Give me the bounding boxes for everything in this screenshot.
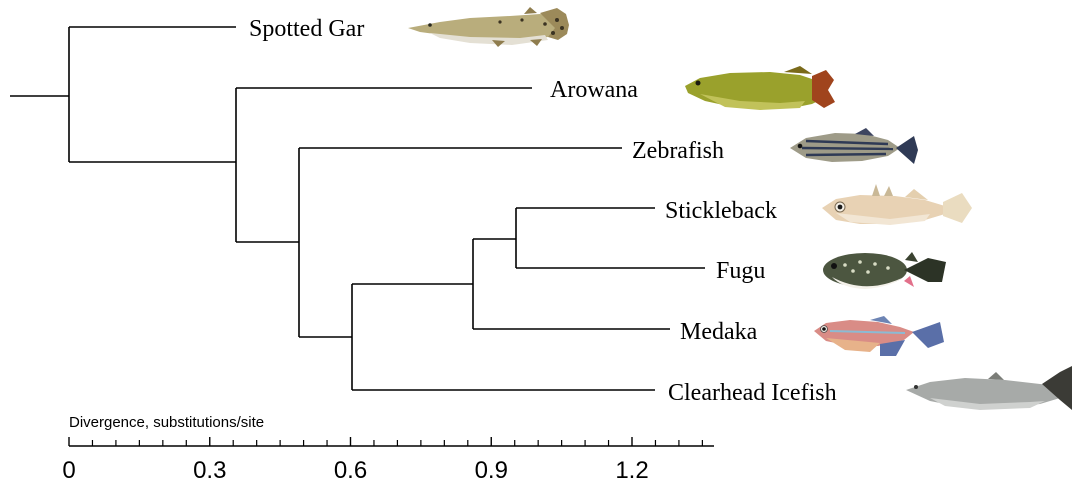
taxon-label-clearhead-icefish: Clearhead Icefish (668, 380, 837, 406)
medaka-icon (814, 316, 944, 356)
divergence-axis: Divergence, substitutions/site 0 0.3 0.6 0.… (62, 414, 714, 484)
stickleback-icon (822, 184, 972, 225)
taxon-label-zebrafish: Zebrafish (632, 138, 724, 164)
taxon-label-medaka: Medaka (680, 319, 758, 345)
axis-tick-labels: 0 0.3 0.6 0.9 1.2 (62, 457, 648, 484)
axis-title: Divergence, substitutions/site (69, 414, 264, 431)
axis-ticks (69, 437, 702, 446)
icefish-icon (906, 366, 1072, 410)
axis-tick-label: 0 (62, 457, 75, 484)
taxon-label-spotted-gar: Spotted Gar (249, 16, 364, 42)
axis-tick-label: 1.2 (615, 457, 648, 484)
zebrafish-icon (790, 128, 918, 164)
taxon-label-arowana: Arowana (550, 77, 638, 103)
spotted-gar-icon (408, 7, 569, 47)
taxon-label-stickleback: Stickleback (665, 198, 777, 224)
axis-tick-label: 0.3 (193, 457, 226, 484)
arowana-icon (685, 66, 835, 110)
axis-tick-label: 0.6 (334, 457, 367, 484)
fugu-icon (823, 252, 946, 289)
axis-tick-label: 0.9 (475, 457, 508, 484)
taxon-label-fugu: Fugu (716, 258, 765, 284)
